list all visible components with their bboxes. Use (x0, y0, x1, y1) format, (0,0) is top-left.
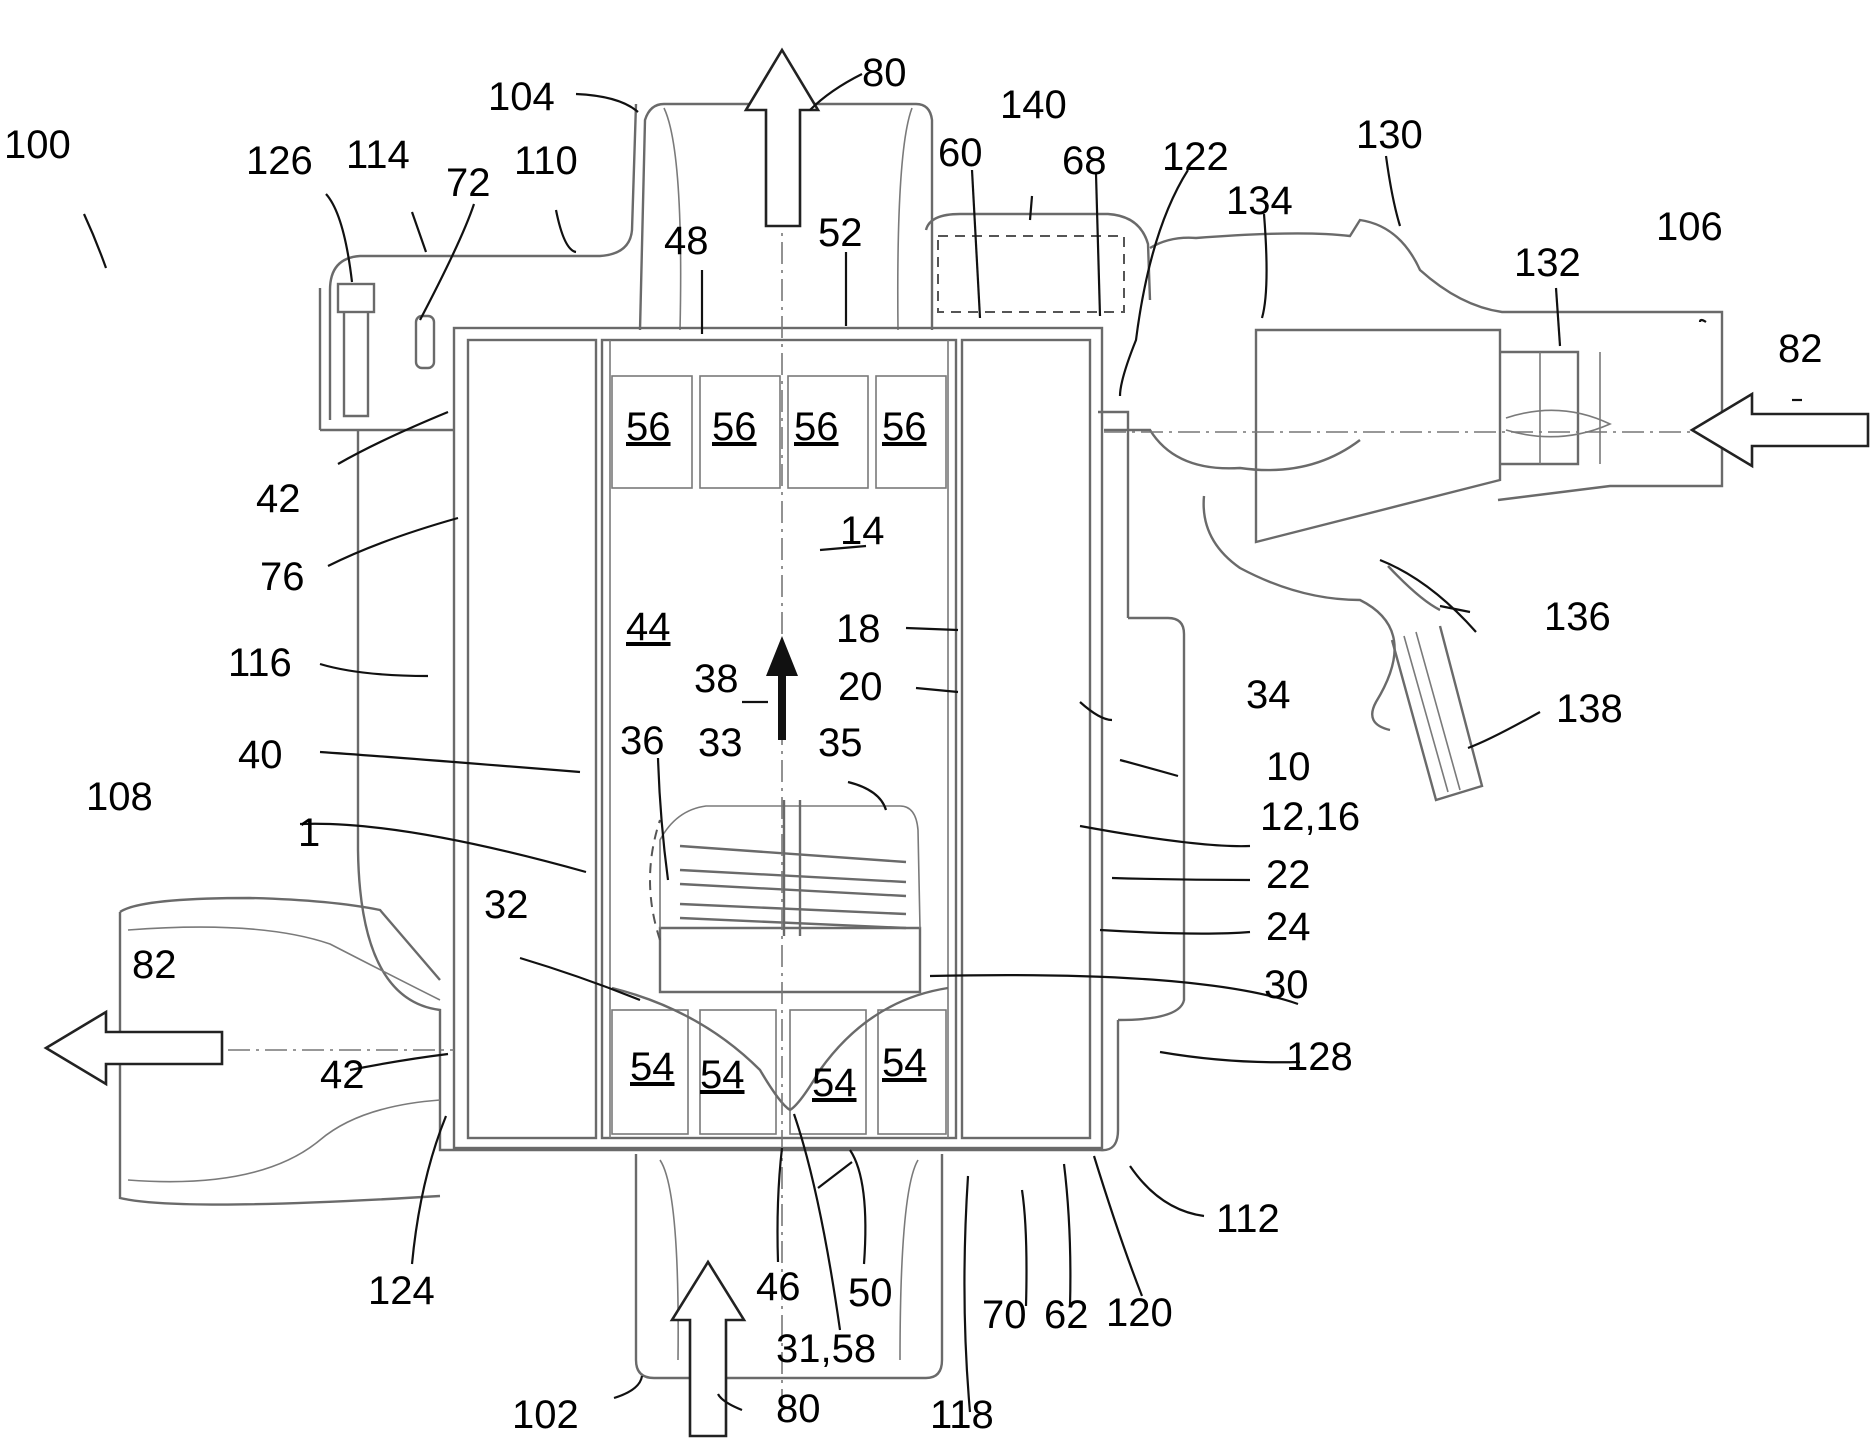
housing-outline (320, 104, 1184, 1378)
label-bottom-seal: 120 (1106, 1291, 1173, 1335)
label-perforations-top: 42 (256, 477, 301, 521)
label-flange: 114 (346, 133, 410, 177)
label-rib-bottom-4: 54 (882, 1041, 927, 1085)
label-nozzle-assembly: 130 (1356, 113, 1423, 157)
label-lower-seat: 118 (930, 1393, 994, 1437)
label-top-end: 48 (664, 219, 709, 263)
label-spring: 33 (698, 721, 743, 765)
label-perforations-bottom: 42 (320, 1053, 365, 1097)
fluid-out-arrow (746, 50, 818, 226)
label-device: 100 (4, 123, 71, 167)
nozzle-assembly (1104, 220, 1722, 800)
label-outlet-port: 104 (488, 75, 555, 119)
label-inlet-port: 102 (512, 1393, 579, 1437)
flow-direction-arrow (766, 636, 798, 740)
spring-coils (680, 800, 906, 936)
label-top-cap: 52 (818, 211, 863, 255)
label-inner-space: 44 (626, 605, 671, 649)
label-nozzle-spider: 132 (1514, 241, 1581, 285)
label-rib-bottom-2: 54 (700, 1053, 745, 1097)
label-rib-bottom-1: 54 (630, 1045, 675, 1089)
bolt-group (338, 284, 434, 416)
label-side-mark: 76 (260, 555, 305, 599)
label-cage-right: 35 (818, 721, 863, 765)
label-lower-housing: 112 (1216, 1197, 1280, 1241)
label-rib-top-1: 56 (626, 405, 671, 449)
label-flow-direction: 38 (694, 657, 739, 701)
label-chamber: 128 (1286, 1035, 1353, 1079)
label-housing-wall: 116 (228, 641, 292, 685)
label-bottom-ring: 62 (1044, 1293, 1089, 1337)
label-axis: 14 (840, 509, 885, 553)
label-top-clip: 68 (1062, 139, 1107, 183)
label-fluid-in: 80 (776, 1387, 821, 1431)
label-upper-housing: 110 (514, 139, 578, 183)
label-outer-wall: 34 (1246, 673, 1291, 717)
label-inner-tube: 18 (836, 607, 881, 651)
label-fluid-out: 80 (862, 51, 907, 95)
label-outer-zone: 22 (1266, 853, 1311, 897)
label-inner-wall: 20 (838, 665, 883, 709)
label-left-lower-wall: 124 (368, 1269, 435, 1313)
label-rib-top-3: 56 (794, 405, 839, 449)
label-bolt: 126 (246, 139, 313, 183)
fluid-in-arrow (672, 1262, 744, 1436)
label-pin: 72 (446, 161, 491, 205)
label-valve: 30 (1264, 963, 1309, 1007)
label-filter-element: 1 (298, 811, 320, 855)
label-cage-left: 36 (620, 719, 665, 763)
label-filter: 10 (1266, 745, 1311, 789)
label-axis-bottom: 46 (756, 1265, 801, 1309)
label-rib-bottom-3: 54 (812, 1061, 857, 1105)
label-core-wall: 40 (238, 733, 283, 777)
label-outer-zone-b: 24 (1266, 905, 1311, 949)
label-diffuser: 134 (1226, 179, 1293, 223)
reference-numerals: 100 126 114 72 110 104 80 48 52 60 140 6… (4, 51, 1823, 1437)
label-suction-pipe: 138 (1556, 687, 1623, 731)
label-air-out: 82 (132, 943, 177, 987)
label-rib-top-4: 56 (882, 405, 927, 449)
label-bottom-clip: 70 (982, 1293, 1027, 1337)
label-upper-seal: 122 (1162, 135, 1229, 179)
label-filter-body: 12,16 (1260, 795, 1360, 839)
label-valve-seat: 31,58 (776, 1327, 876, 1371)
air-out-arrow (46, 1012, 222, 1084)
label-air-in: 82 (1778, 327, 1823, 371)
label-top-ring: 60 (938, 131, 983, 175)
label-bottom-end: 50 (848, 1271, 893, 1315)
label-secondary-inlet: 106 (1656, 205, 1723, 249)
label-secondary-outlet: 108 (86, 775, 153, 819)
label-sensor-box: 140 (1000, 83, 1067, 127)
air-in-arrow (1692, 394, 1868, 466)
label-suction-chamber: 136 (1544, 595, 1611, 639)
sensor-box (938, 236, 1124, 312)
label-rib-top-2: 56 (712, 405, 757, 449)
label-valve-body: 32 (484, 883, 529, 927)
